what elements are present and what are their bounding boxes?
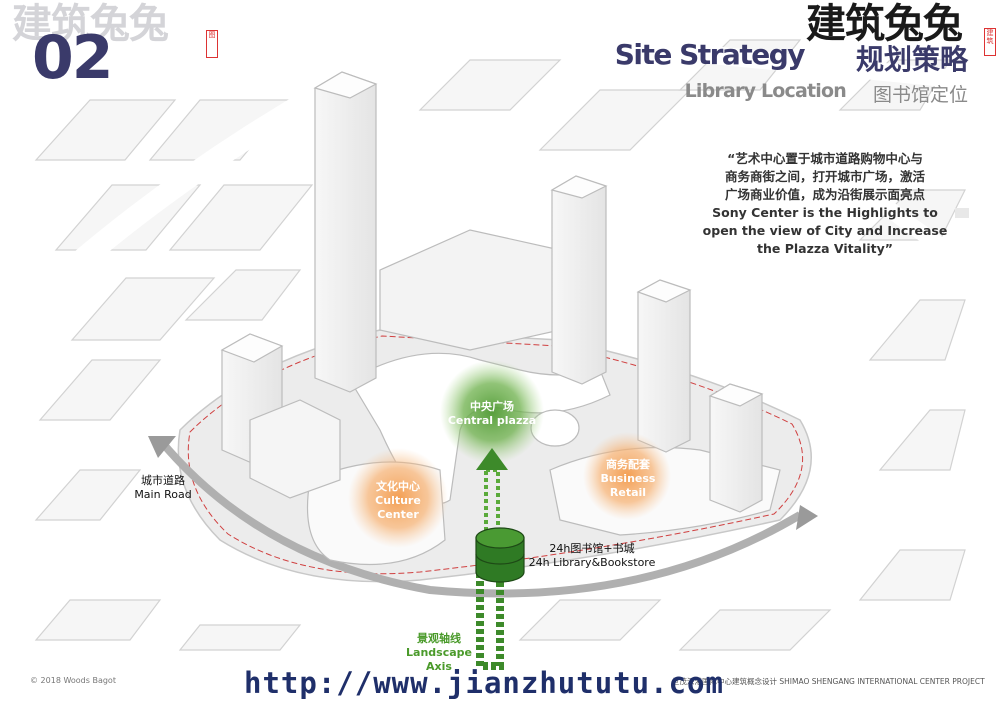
business-retail-label-cn: 商务配套 bbox=[606, 458, 650, 471]
landscape-axis-label-cn: 景观轴线 bbox=[417, 632, 461, 645]
page-number: 02 bbox=[32, 23, 113, 93]
main-road-label-cn: 城市道路 bbox=[141, 474, 185, 487]
culture-center-label: 文化中心 Culture Center bbox=[362, 480, 434, 522]
main-road-arrow bbox=[156, 437, 803, 598]
page-subtitle-en: Library Location bbox=[684, 80, 847, 102]
axis-arrow-head bbox=[476, 448, 508, 470]
quote-cn-line: 广场商业价值，成为沿街展示面亮点 bbox=[724, 187, 925, 202]
page-title-cn: 规划策略 bbox=[855, 43, 968, 76]
quote-en-line: open the view of City and Increase bbox=[702, 223, 948, 238]
tower-left-short bbox=[220, 333, 341, 499]
library-label-en: 24h Library&Bookstore bbox=[528, 556, 656, 569]
project-name-text: 世茂深港国际中心建筑概念设计 SHIMAO SHENGANG INTERNATI… bbox=[672, 677, 985, 686]
culture-center-label-en: Culture bbox=[375, 494, 421, 507]
culture-center-label-en: Center bbox=[377, 508, 419, 521]
library-label-cn: 24h图书馆+书城 bbox=[549, 542, 635, 555]
library-cylinder bbox=[475, 527, 525, 583]
tower-right bbox=[636, 279, 692, 453]
quote-en-line: Sony Center is the Highlights to bbox=[712, 205, 938, 220]
page-title-en: Site Strategy bbox=[614, 38, 806, 71]
tower-tall-left bbox=[313, 71, 378, 393]
business-retail-label-en: Business bbox=[600, 472, 656, 485]
main-road-label-en: Main Road bbox=[134, 488, 192, 501]
page-subtitle-cn: 图书馆定位 bbox=[872, 84, 968, 106]
watermark-right: 建筑兔兔 bbox=[806, 0, 963, 47]
watermark-url[interactable]: http://www.jianzhututu.com bbox=[244, 666, 724, 700]
central-plaza-label: 中央广场 Central plazza bbox=[446, 400, 538, 428]
city-blocks bbox=[34, 39, 966, 651]
quote-cn-line: 商务商街之间，打开城市广场，激活 bbox=[724, 169, 925, 184]
culture-center-label-cn: 文化中心 bbox=[376, 480, 420, 493]
library-label: 24h图书馆+书城 24h Library&Bookstore bbox=[524, 542, 660, 570]
business-retail-label-en: Retail bbox=[609, 486, 647, 499]
culture-center-glow bbox=[348, 448, 448, 548]
business-retail-label: 商务配套 Business Retail bbox=[592, 458, 664, 500]
quote-cn-line: “艺术中心置于城市道路购物中心与 bbox=[727, 151, 923, 166]
main-road-label: 城市道路 Main Road bbox=[120, 474, 206, 502]
central-plaza-label-cn: 中央广场 bbox=[470, 400, 514, 413]
strategy-quote: “艺术中心置于城市道路购物中心与 商务商街之间，打开城市广场，激活 广场商业价值… bbox=[700, 150, 950, 258]
tower-far-right bbox=[708, 383, 764, 513]
site-boundary-redline bbox=[187, 335, 804, 575]
copyright-text: © 2018 Woods Bagot bbox=[30, 676, 116, 685]
seal-stamp-right: 建筑 bbox=[984, 28, 996, 56]
tower-mid-center bbox=[550, 175, 608, 385]
landscape-axis-label: 景观轴线 Landscape Axis bbox=[404, 632, 474, 674]
side-tab-mark bbox=[955, 208, 969, 218]
central-plaza-label-en: Central plazza bbox=[447, 414, 537, 427]
seal-stamp-left: 图 bbox=[206, 30, 218, 58]
business-retail-glow bbox=[583, 432, 671, 520]
landscape-axis-label-en: Axis bbox=[426, 660, 452, 673]
podium-north bbox=[379, 229, 561, 351]
quote-en-line: the Plazza Vitality” bbox=[757, 241, 893, 256]
watermark-left: 建筑兔兔 bbox=[12, 0, 169, 47]
central-plaza-glow bbox=[440, 360, 544, 464]
landscape-axis-label-en: Landscape bbox=[406, 646, 472, 659]
